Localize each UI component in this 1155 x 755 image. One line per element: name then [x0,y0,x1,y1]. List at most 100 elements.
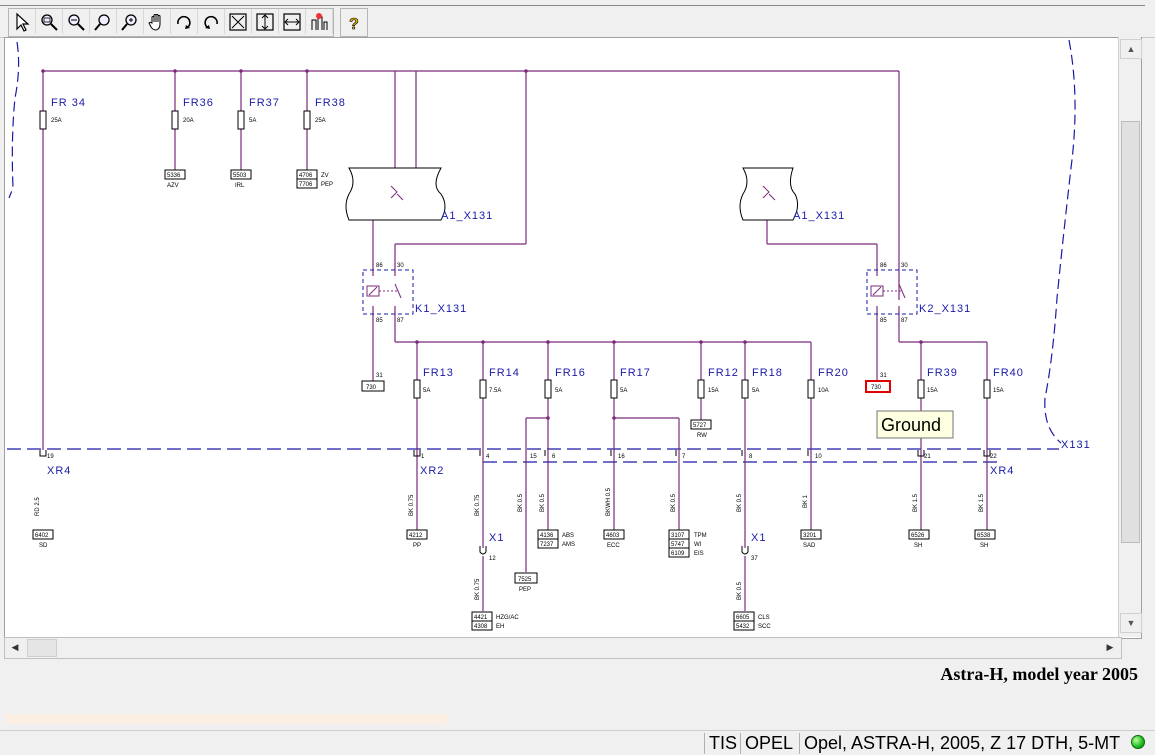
pin-22: 22 [990,454,997,460]
pan-hand-icon[interactable] [144,9,171,34]
code-7237: 7237 [540,542,554,548]
select-arrow-icon[interactable] [9,9,36,34]
code-3201: 3201 [803,533,817,539]
fuse-rating-fr14: 7.5A [489,388,501,394]
code-5336: 5336 [167,173,181,179]
wire-color-10: BK 1.5 [913,493,919,512]
wire-color-1: RD 2.5 [35,497,41,516]
scroll-left-icon[interactable]: ◀ [11,642,19,652]
fuse-rating-fr39: 15A [927,388,938,394]
pin-19: 19 [47,454,54,460]
code-6538: 6538 [977,533,991,539]
pin-15: 15 [530,454,537,460]
connector-label-xr4-left: XR4 [47,465,71,477]
status-bar: TIS OPEL Opel, ASTRA-H, 2005, Z 17 DTH, … [0,730,1155,755]
frame-edge-right [1044,39,1076,444]
wire-color-12: BK 0.75 [475,578,481,600]
func-zv: ZV [321,173,329,179]
fuse-rating-fr36: 20A [183,118,194,124]
code-6402: 6402 [35,533,49,539]
scroll-up-icon[interactable]: ▲ [1120,39,1142,59]
func-sd: SD [39,543,48,549]
fit-height-icon[interactable] [252,9,279,34]
zoom-previous-icon[interactable] [117,9,144,34]
wire-color-13: BK 0.5 [737,581,743,600]
pin-4: 4 [486,454,490,460]
relay-k1-pin87: 87 [397,318,404,324]
module-transistor-icon-2 [762,185,776,201]
toolbar: ? [0,0,1155,38]
pin-10: 10 [815,454,822,460]
func-sh-1: SH [914,543,922,549]
scroll-down-icon[interactable]: ▼ [1120,613,1142,633]
pin-37: 37 [751,556,758,562]
fuse-label-fr20: FR20 [818,367,849,379]
relay-k1-pin30: 30 [397,263,404,269]
rotate-left-icon[interactable] [198,9,225,34]
relay-k1-pin31: 31 [376,373,383,379]
diagram-viewport[interactable]: FR 34 FR36 FR37 FR38 A1_X131 A1_X131 K1_… [4,37,1142,639]
vertical-scroll-thumb[interactable] [1121,121,1140,543]
connector-label-xr2: XR2 [420,465,444,477]
fuse-rating-fr12: 15A [708,388,719,394]
fuse-symbols [39,110,991,399]
func-eh: EH [496,624,504,630]
connector-label-x1-b: X1 [751,532,766,544]
fuse-rating-fr34: 25A [51,118,62,124]
wire-color-7: BK 0.5 [671,493,677,512]
fuse-label-fr39: FR39 [927,367,958,379]
fuse-rating-fr18: 5A [752,388,759,394]
ground-tooltip: Ground [876,410,954,439]
relay-k2 [866,269,918,315]
fit-width-icon[interactable] [279,9,306,34]
code-4603: 4603 [606,533,620,539]
code-730-left: 730 [366,385,377,391]
horizontal-scroll-thumb[interactable] [27,639,57,657]
svg-text:?: ? [349,16,359,33]
func-pep: PEP [321,182,333,188]
code-730-right: 730 [871,385,882,391]
wire-color-3: BK 0.75 [475,494,481,516]
help-icon[interactable]: ? [340,8,368,37]
zoom-out-icon[interactable] [63,9,90,34]
fuse-label-fr18: FR18 [752,367,783,379]
func-ams: AMS [562,542,575,548]
func-ecc: ECC [607,543,620,549]
wire-group [42,70,988,611]
fit-page-icon[interactable] [225,9,252,34]
rotate-right-icon[interactable] [171,9,198,34]
wire-color-11: BK 1.5 [979,493,985,512]
fuse-rating-fr37: 5A [249,118,256,124]
fuse-rating-fr13: 5A [423,388,430,394]
pin-7: 7 [682,454,686,460]
zoom-window-icon[interactable] [36,9,63,34]
code-5432: 5432 [736,624,750,630]
fuse-label-fr37: FR37 [249,97,280,109]
status-tis: TIS [704,733,741,754]
module-label-right: A1_X131 [793,210,845,222]
decorative-strip [5,714,447,724]
diagram-caption: Astra-H, model year 2005 [940,664,1138,684]
horizontal-scrollbar[interactable]: ◀ ▶ [4,637,1122,659]
zoom-icon[interactable] [90,9,117,34]
func-wi: WI [694,542,702,548]
relay-k2-pin31: 31 [880,373,887,379]
wire-color-9: BK 1 [803,494,809,508]
relay-label-k2: K2_X131 [919,303,971,315]
connector-label-xr4-right: XR4 [990,465,1014,477]
code-4706: 4706 [299,173,313,179]
scroll-right-icon[interactable]: ▶ [1106,642,1114,652]
func-tpm: TPM [694,533,707,539]
vertical-scrollbar[interactable]: ▲ ▼ [1118,37,1142,637]
relay-k2-pin86: 86 [880,263,887,269]
relay-k1-pin86: 86 [376,263,383,269]
highlight-icon[interactable] [306,9,333,34]
fuse-label-fr40: FR40 [993,367,1024,379]
code-6526: 6526 [911,533,925,539]
pin-6: 6 [552,454,556,460]
code-7706: 7706 [299,182,313,188]
wire-color-4: BK 0.5 [518,493,524,512]
fuse-label-fr13: FR13 [423,367,454,379]
fuse-label-fr12: FR12 [708,367,739,379]
wire-color-8: BK 0.5 [737,493,743,512]
